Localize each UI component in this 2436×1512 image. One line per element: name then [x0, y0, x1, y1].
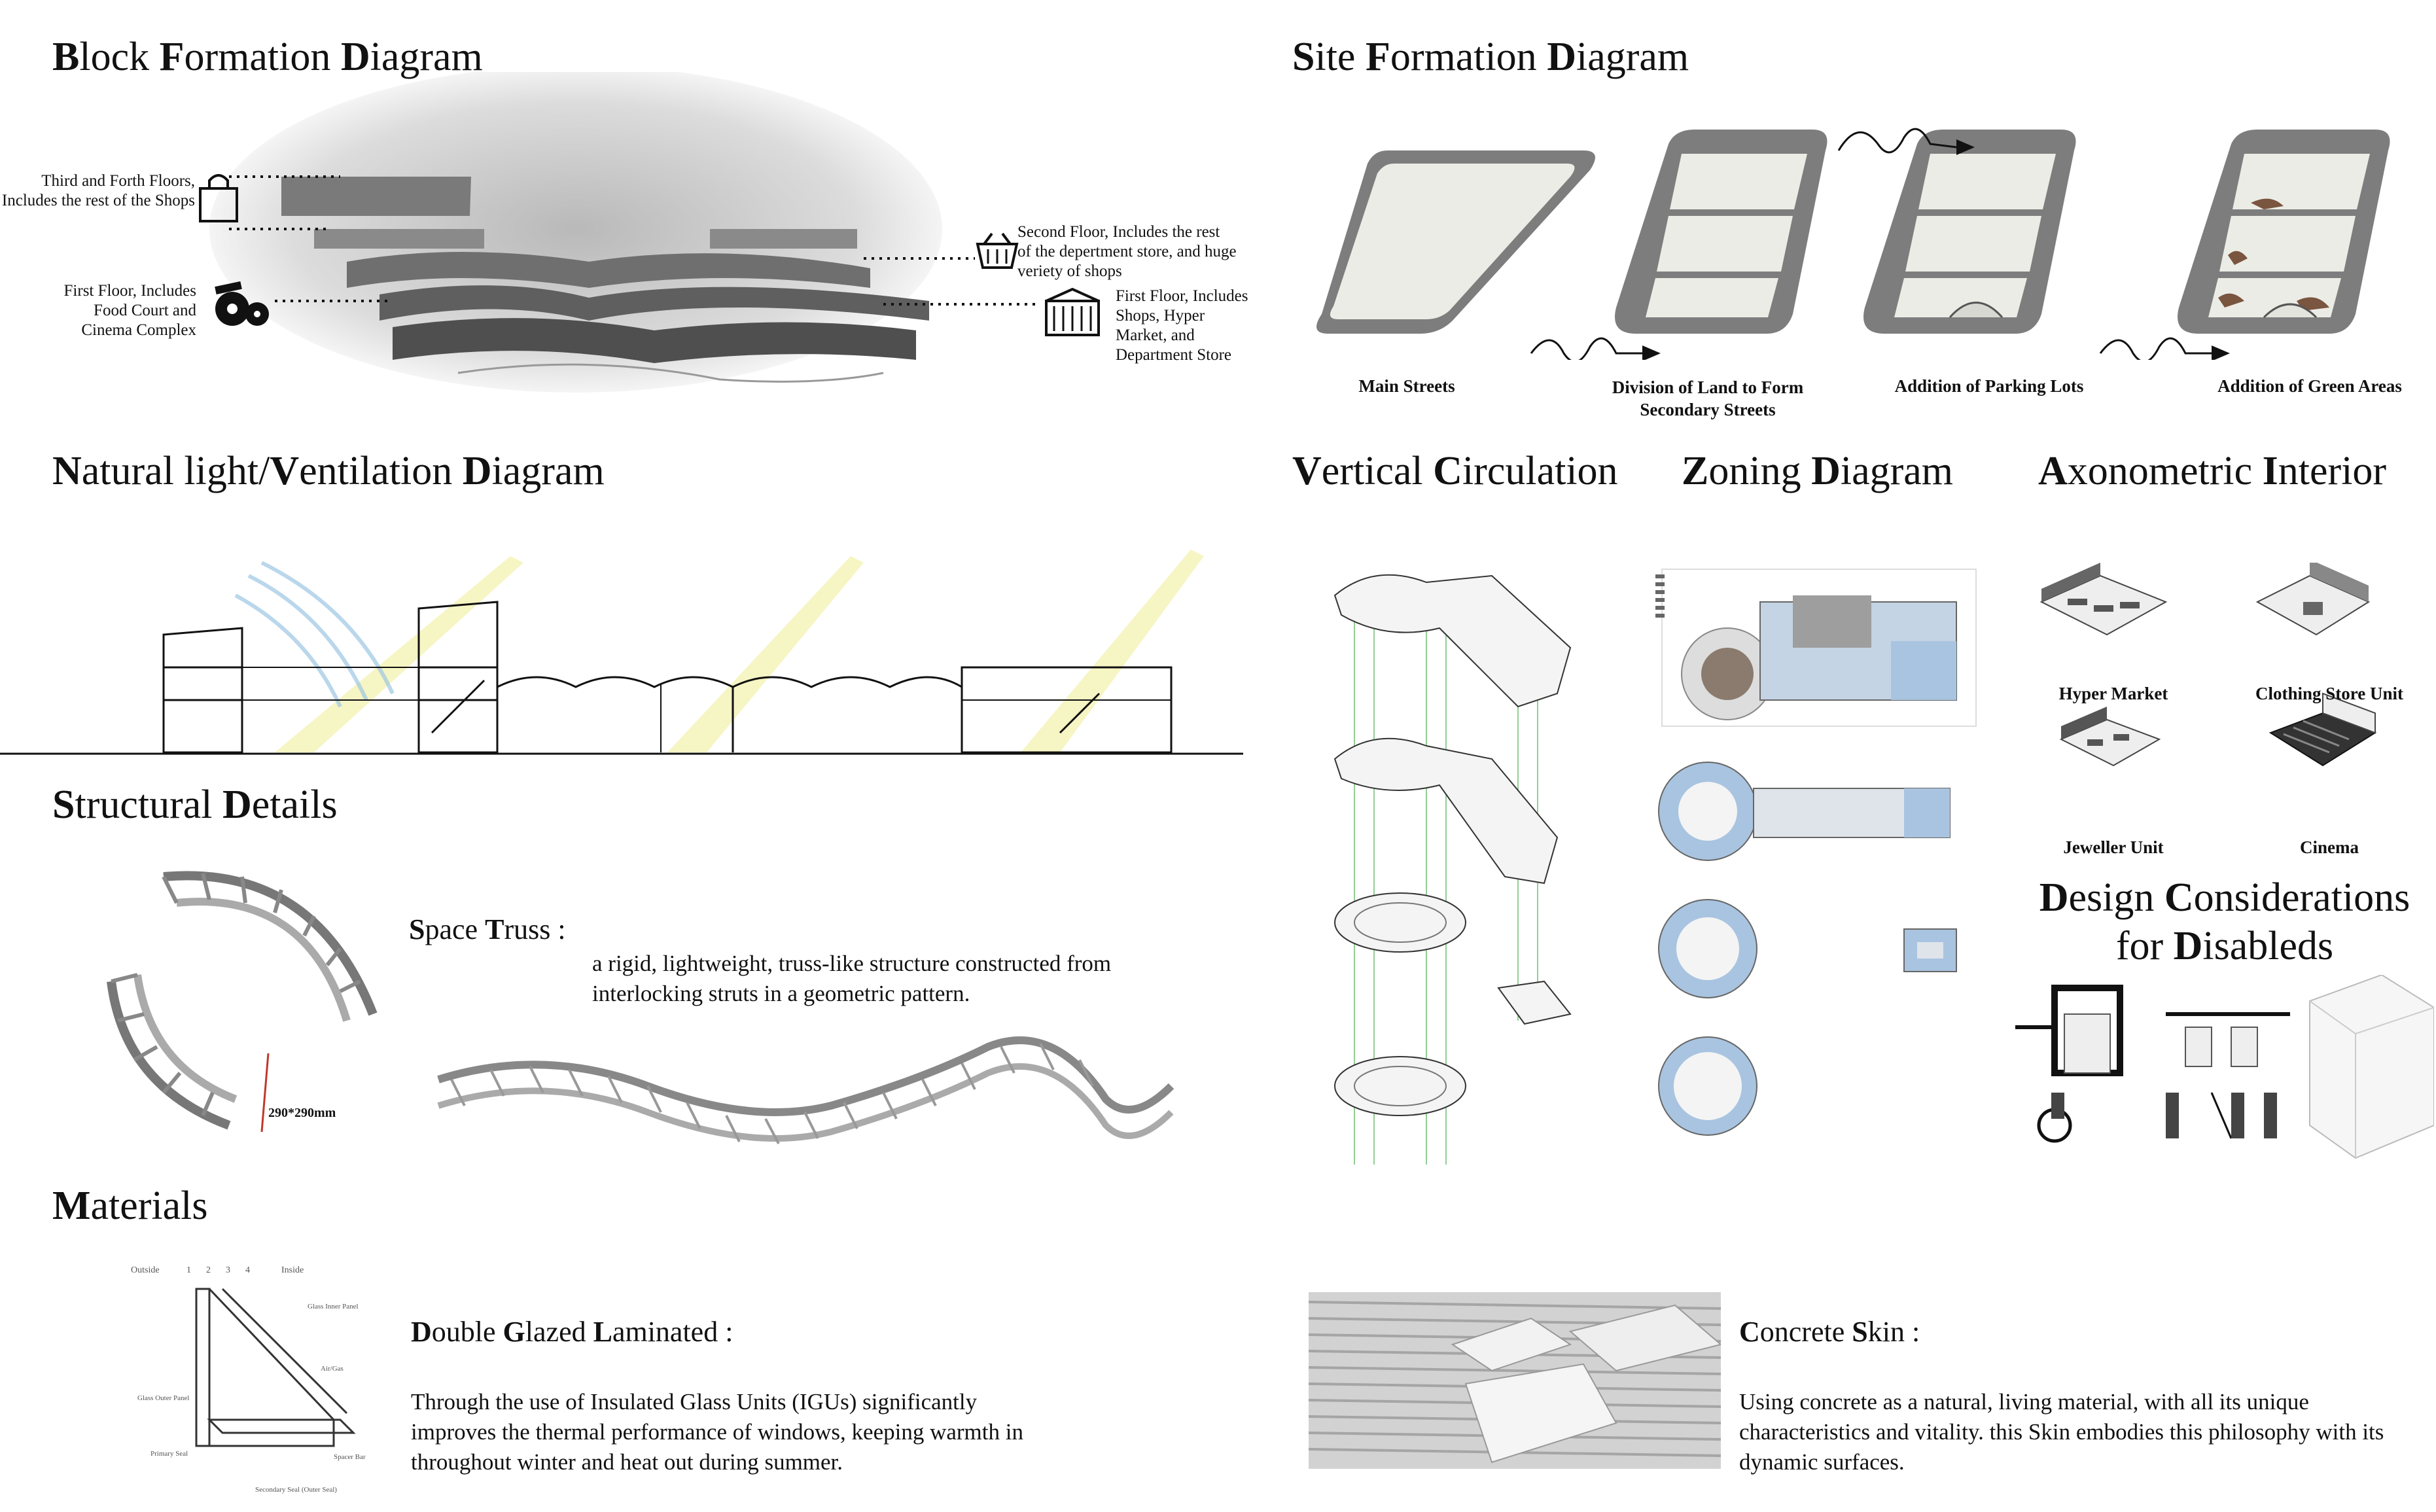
site-step-label-2: Division of Land to Form Secondary Stree…	[1612, 378, 1804, 419]
axon-jeweller-unit	[2059, 707, 2161, 767]
svg-text:4: 4	[245, 1265, 250, 1275]
block-formation-title: Block Formation Diagram	[52, 35, 483, 79]
materials-title: Materials	[52, 1184, 208, 1228]
axonometric-title: Axonometric Interior	[2038, 449, 2387, 493]
axon-label-jeweller: Jeweller Unit	[2063, 837, 2164, 857]
block-formation-drawing	[209, 72, 1040, 393]
site-step-label-1: Main Streets	[1358, 376, 1455, 396]
site-step-parking	[1863, 130, 2076, 334]
svg-text:Primary Seal: Primary Seal	[150, 1450, 188, 1458]
svg-text:Inside: Inside	[281, 1265, 304, 1275]
site-step-division	[1615, 130, 1827, 334]
natural-light-section-drawing	[0, 550, 1243, 755]
zoning-diagram-drawing	[1655, 569, 1977, 1136]
double-glazed-title: Double Glazed Laminated :	[411, 1316, 733, 1348]
svg-text:Secondary Seal (Outer Seal): Secondary Seal (Outer Seal)	[255, 1486, 337, 1494]
svg-text:Spacer Bar: Spacer Bar	[334, 1453, 366, 1461]
zoning-floor-4	[1658, 1036, 1757, 1136]
site-step-label-4: Addition of Green Areas	[2217, 376, 2402, 396]
svg-text:1: 1	[186, 1265, 191, 1275]
space-truss-title: Space Truss :	[409, 913, 566, 945]
space-truss-description: a rigid, lightweight, truss-like structu…	[592, 951, 1112, 1006]
vertical-circulation-drawing	[1333, 574, 1572, 1165]
cinema-reel-icon	[215, 281, 269, 326]
axon-label-cinema: Cinema	[2300, 837, 2359, 857]
site-step-label-3: Addition of Parking Lots	[1894, 376, 2084, 396]
svg-text:Air/Gas: Air/Gas	[321, 1365, 344, 1373]
site-step-main-streets	[1316, 150, 1595, 334]
double-glazing-drawing: Outside 1 2 3 4 Inside Glass Inner Panel…	[131, 1265, 366, 1494]
site-formation-drawing	[1316, 128, 2390, 360]
department-store-building-icon	[1045, 288, 1100, 336]
natural-light-title: Natural light/Ventilation Diagram	[52, 449, 605, 493]
axon-cinema	[2268, 692, 2377, 767]
axonometric-drawings	[2039, 563, 2377, 767]
vertical-circulation-title: Vertical Circulation	[1292, 449, 1618, 493]
svg-text:Glass Outer Panel: Glass Outer Panel	[137, 1394, 189, 1402]
axon-label-hyper-market: Hyper Market	[2058, 684, 2168, 703]
svg-text:Glass Inner Panel: Glass Inner Panel	[308, 1303, 359, 1310]
shopping-basket-icon	[976, 232, 1019, 269]
zoning-floor-1	[1655, 569, 1977, 727]
svg-text:Outside: Outside	[131, 1265, 160, 1275]
concrete-skin-description: Using concrete as a natural, living mate…	[1739, 1389, 2384, 1475]
zoning-floor-2	[1658, 762, 1951, 861]
concrete-skin-title: Concrete Skin :	[1739, 1316, 1920, 1348]
label-third-fourth-floors: Third and Forth Floors, Includes the res…	[1, 172, 195, 209]
zoning-floor-3	[1658, 899, 1957, 998]
site-formation-title: Site Formation Diagram	[1292, 35, 1689, 79]
axon-label-clothing-store: Clothing Store Unit	[2255, 684, 2404, 703]
site-step-green	[2178, 130, 2390, 334]
disabled-title: Design Considerations for Disableds	[2039, 875, 2410, 968]
space-truss-wave-drawing	[437, 1036, 1174, 1144]
label-first-floor-left: First Floor, Includes Food Court and Cin…	[63, 282, 196, 339]
disabled-design-drawings	[2015, 975, 2434, 1159]
axon-hyper-market	[2039, 563, 2168, 636]
label-second-floor: Second Floor, Includes the rest of the d…	[1017, 223, 1237, 280]
truss-dimension-label: 290*290mm	[268, 1106, 336, 1120]
structural-title: Structural Details	[52, 782, 338, 827]
axon-clothing-store	[2255, 563, 2371, 636]
double-glazed-description: Through the use of Insulated Glass Units…	[411, 1389, 1023, 1475]
circular-truss-drawing	[107, 871, 378, 1133]
shopping-bag-icon	[199, 174, 238, 222]
label-first-floor-right: First Floor, Includes Shops, Hyper Marke…	[1116, 287, 1248, 364]
zoning-title: Zoning Diagram	[1682, 449, 1954, 493]
svg-text:2: 2	[206, 1265, 211, 1275]
concrete-skin-photo	[1309, 1292, 1721, 1469]
svg-text:3: 3	[226, 1265, 230, 1275]
